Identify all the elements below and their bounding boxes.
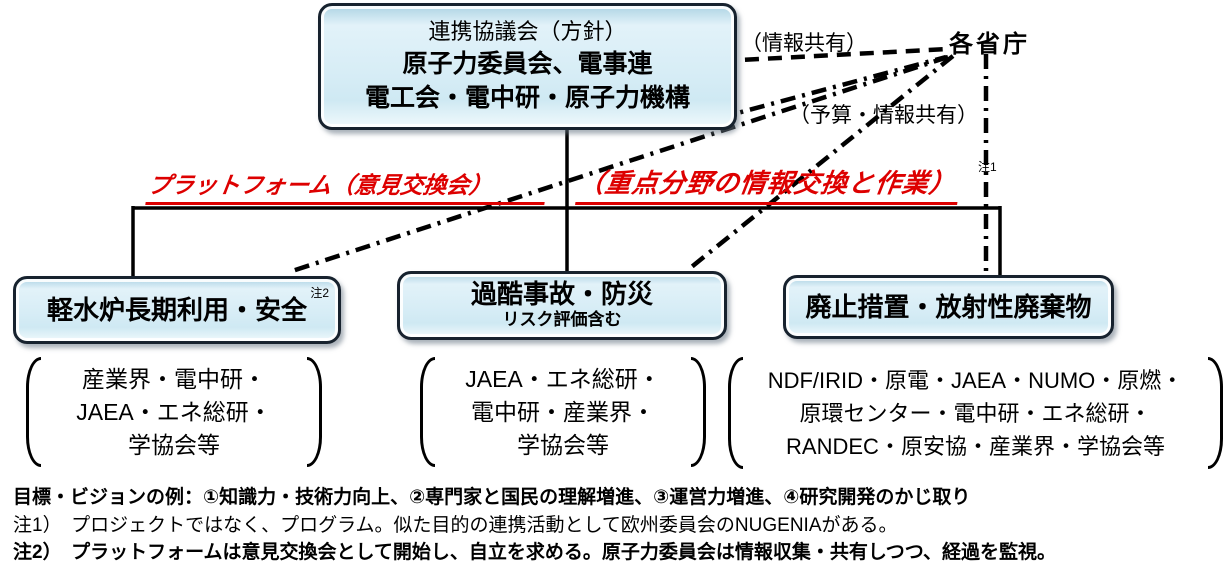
members-sa-line2: 電中研・産業界・ bbox=[471, 398, 655, 425]
members-group-decommissioning: NDF/IRID・原電・JAEA・NUMO・原燃・ 原環センター・電中研・エネ総… bbox=[728, 357, 1223, 469]
members-lwr-line1: 産業界・電中研・ bbox=[82, 365, 266, 392]
coordination-council-box: 連携協議会（方針） 原子力委員会、電事連 電工会・電中研・原子力機構 bbox=[318, 3, 737, 130]
members-lwr-line2: JAEA・エネ総研・ bbox=[76, 398, 272, 425]
theme-box-decommissioning-title: 廃止措置・放射性廃棄物 bbox=[805, 291, 1092, 322]
members-dc-line1: NDF/IRID・原電・JAEA・NUMO・原燃・ bbox=[767, 367, 1184, 393]
members-group-severe-accident: JAEA・エネ総研・ 電中研・産業界・ 学協会等 bbox=[420, 357, 706, 467]
theme-box-lwr-safety: 注2 軽水炉長期利用・安全 bbox=[13, 276, 341, 344]
theme-box-severe-accident-title: 過酷事故・防災 bbox=[470, 279, 653, 310]
goal-vision-line: 目標・ビジョンの例：①知識力・技術力向上、②専門家と国民の理解増進、③運営力増進… bbox=[13, 487, 971, 508]
members-sa-line3: 学協会等 bbox=[517, 431, 609, 458]
platform-heading-part2: （重点分野の情報交換と作業） bbox=[575, 163, 963, 205]
theme-box-decommissioning: 廃止措置・放射性廃棄物 bbox=[783, 275, 1114, 339]
paren-left-shape bbox=[26, 357, 41, 467]
members-dc-line2: 原環センター・電中研・エネ総研・ bbox=[799, 400, 1152, 426]
footnote-1: 注1） プロジェクトではなく、プログラム。似た目的の連携活動として欧州委員会のN… bbox=[13, 514, 898, 536]
paren-left-shape bbox=[420, 357, 435, 467]
note2-reference: 注2 bbox=[310, 286, 329, 300]
council-members-line1: 原子力委員会、電事連 bbox=[402, 49, 653, 78]
members-group-lwr: 産業界・電中研・ JAEA・エネ総研・ 学協会等 bbox=[26, 357, 322, 467]
members-lwr-line3: 学協会等 bbox=[128, 431, 220, 458]
theme-box-lwr-safety-title: 軽水炉長期利用・安全 bbox=[46, 294, 307, 325]
members-sa-line1: JAEA・エネ総研・ bbox=[465, 365, 661, 392]
ministries-label: 各省庁 bbox=[949, 31, 1030, 58]
info-share-label: （情報共有） bbox=[741, 32, 867, 55]
paren-right-shape bbox=[307, 357, 322, 467]
council-members-line2: 電工会・電中研・原子力機構 bbox=[364, 84, 690, 113]
platform-heading-part1: プラットフォーム（意見交換会） bbox=[145, 166, 551, 205]
paren-right-shape bbox=[1208, 357, 1223, 469]
note1-reference: 注1 bbox=[978, 160, 997, 174]
footer-notes: 目標・ビジョンの例：①知識力・技術力向上、②専門家と国民の理解増進、③運営力増進… bbox=[13, 484, 1223, 567]
theme-box-severe-accident: 過酷事故・防災 リスク評価含む bbox=[397, 271, 727, 340]
theme-box-severe-accident-subtitle: リスク評価含む bbox=[502, 309, 622, 329]
budget-info-share-label: （予算・情報共有） bbox=[789, 104, 978, 127]
footnote-2: 注2） プラットフォームは意見交換会として開始し、自立を求める。原子力委員会は情… bbox=[13, 542, 1057, 563]
paren-right-shape bbox=[691, 357, 706, 467]
council-title: 連携協議会（方針） bbox=[428, 19, 627, 45]
paren-left-shape bbox=[728, 357, 743, 469]
members-dc-line3: RANDEC・原安協・産業界・学協会等 bbox=[786, 433, 1165, 459]
